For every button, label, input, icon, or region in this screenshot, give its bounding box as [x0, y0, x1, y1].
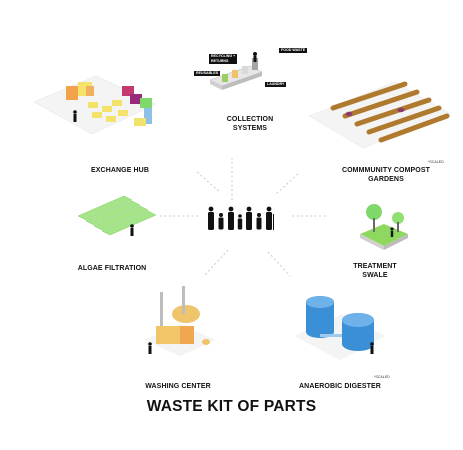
treatment-swale-illustration [360, 204, 408, 250]
reusables-tag: REUSABLES [194, 71, 221, 76]
anaerobic-digester-illustration [294, 296, 386, 360]
exchange-hub-label: EXCHANGE HUB [91, 167, 149, 174]
exchange-hub-illustration [33, 75, 157, 135]
compost-gardens-illustration [308, 81, 452, 149]
washing-center-illustration [144, 286, 216, 356]
washing-center-label: WASHING CENTER [145, 383, 211, 390]
laundry-tag: LAUNDRY [265, 82, 287, 87]
algae-filtration-illustration [77, 195, 157, 236]
anaerobic-digester-label: ANAEROBIC DIGESTER [299, 383, 381, 390]
compost-scaled-note: *SCALED [428, 160, 444, 164]
algae-filtration-label: ALGAE FILTRATION [77, 265, 147, 272]
food-waste-tag: FOOD WASTE [279, 48, 308, 53]
digester-scaled-note: *SCALED [374, 375, 390, 379]
page-title: WASTE KIT OF PARTS [146, 398, 317, 415]
recycling-returns-tag: RECYCLING +RETURNS [209, 54, 238, 64]
collection-systems-illustration [209, 52, 263, 90]
family-people-icon [208, 206, 274, 230]
